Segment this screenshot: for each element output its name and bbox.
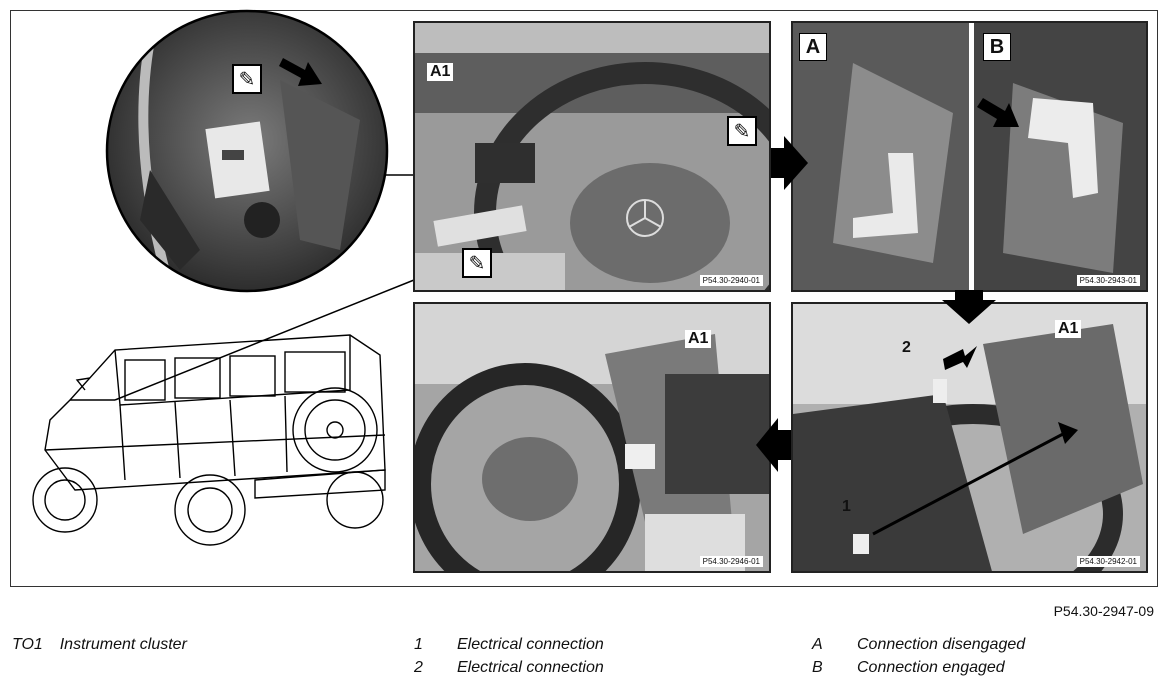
legend-text: Connection disengaged xyxy=(857,636,1026,653)
tool-icon: ✎ xyxy=(727,116,757,146)
panel-connector-states: A B P54.30-2943-01 xyxy=(791,21,1148,292)
image-code: P54.30-2946-01 xyxy=(699,556,763,567)
panel-steering-wheel-tool: A1 P54.30-2940-01 xyxy=(413,21,771,292)
callout-a1: A1 xyxy=(685,330,712,348)
image-code: P54.30-2943-01 xyxy=(1076,275,1140,286)
legend-text: Electrical connection xyxy=(457,636,604,653)
legend-text: Connection engaged xyxy=(857,659,1005,676)
legend-title-row: TO1 Instrument cluster xyxy=(12,636,187,654)
legend: TO1 Instrument cluster 1 Electrical conn… xyxy=(12,636,1162,686)
sequence-arrows xyxy=(756,136,996,472)
legend-key: B xyxy=(812,659,823,676)
callout-2: 2 xyxy=(902,339,911,356)
arrow-down-icon xyxy=(942,290,996,324)
callout-a1: A1 xyxy=(427,63,454,81)
photo-connector xyxy=(793,23,1146,290)
tool-icon: ✎ xyxy=(232,64,262,94)
label-b: B xyxy=(983,33,1011,61)
figure-reference: P54.30-2947-09 xyxy=(1053,603,1154,619)
callout-1: 1 xyxy=(842,498,851,515)
arrow-right-icon xyxy=(771,136,808,190)
tool-icon: ✎ xyxy=(462,248,492,278)
legend-title-key: TO1 xyxy=(12,636,43,653)
legend-title-text: Instrument cluster xyxy=(59,636,187,653)
panel-cluster-removed: A1 P54.30-2946-01 xyxy=(413,302,771,573)
legend-key: 2 xyxy=(414,659,423,676)
legend-key: A xyxy=(812,636,823,653)
photo-steering-wheel xyxy=(415,23,769,290)
panel-cluster-removal: A1 2 1 P54.30-2942-01 xyxy=(791,302,1148,573)
photo-cluster-removal xyxy=(793,304,1146,571)
arrow-left-icon xyxy=(756,418,791,472)
image-code: P54.30-2942-01 xyxy=(1076,556,1140,567)
legend-text: Electrical connection xyxy=(457,659,604,676)
arrow-icon xyxy=(279,58,322,86)
label-a: A xyxy=(799,33,827,61)
photo-cluster-removed xyxy=(415,304,769,571)
legend-key: 1 xyxy=(414,636,423,653)
callout-a1: A1 xyxy=(1055,320,1082,338)
vehicle-illustration xyxy=(32,334,386,546)
magnified-circle-view xyxy=(105,9,430,401)
image-code: P54.30-2940-01 xyxy=(699,275,763,286)
